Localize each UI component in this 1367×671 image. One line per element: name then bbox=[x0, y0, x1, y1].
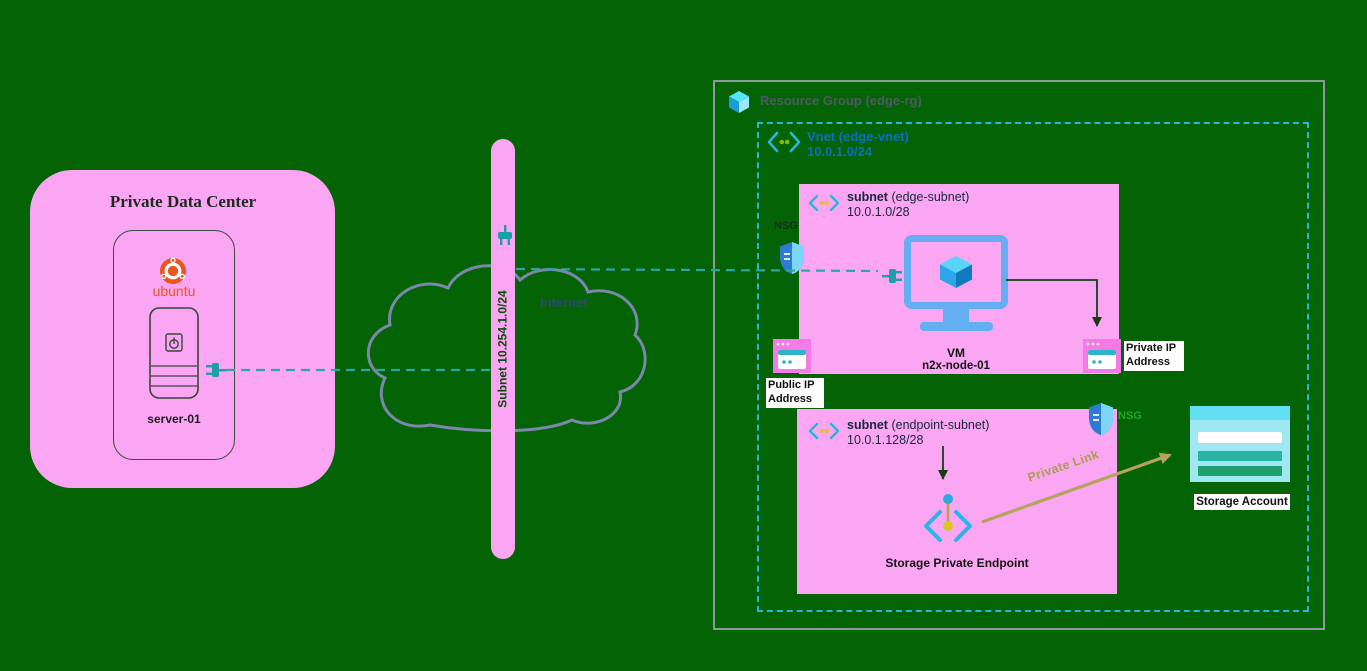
subnet-name: subnet bbox=[847, 418, 888, 432]
server-box bbox=[113, 230, 235, 460]
subnet-icon bbox=[808, 422, 840, 440]
vnet-name: Vnet (edge-vnet) bbox=[807, 129, 909, 144]
private-endpoint-label: Storage Private Endpoint bbox=[885, 556, 1029, 570]
private-datacenter-box: Private Data Center ubuntu server-01 bbox=[30, 170, 335, 488]
vnet-cidr: 10.0.1.0/24 bbox=[807, 144, 873, 159]
subnet-cidr: 10.0.1.128/28 bbox=[847, 433, 924, 447]
nsg-shield-icon bbox=[1089, 403, 1113, 435]
datacenter-title: Private Data Center bbox=[109, 192, 257, 211]
vm-cube-icon bbox=[940, 256, 972, 288]
vm-name: n2x-node-01 bbox=[922, 360, 990, 372]
bar-connector-icon bbox=[498, 225, 512, 245]
vm-monitor-icon bbox=[904, 235, 1008, 309]
nsg-shield-icon bbox=[780, 242, 804, 274]
ubuntu-label: ubuntu bbox=[152, 283, 196, 299]
endpoint-subnet-label: subnet (endpoint-subnet) 10.0.1.128/28 bbox=[847, 418, 989, 448]
subnet-icon bbox=[808, 194, 840, 212]
vm-label: VM bbox=[947, 346, 965, 360]
wan-subnet-label: Subnet 10.254.1.0/24 bbox=[496, 290, 510, 408]
vnet-title: Vnet (edge-vnet) 10.0.1.0/24 bbox=[807, 129, 909, 159]
private-ip-label-wrap: Private IP Address bbox=[1124, 341, 1184, 371]
nsg-label: NSG bbox=[774, 220, 798, 232]
internet-label: Internet bbox=[540, 295, 588, 310]
vm-monitor-base bbox=[920, 322, 993, 331]
private-ip-icon bbox=[1083, 339, 1121, 373]
plug-icon bbox=[206, 363, 226, 377]
vnet-icon bbox=[767, 131, 801, 153]
public-ip-label: Public IP Address bbox=[766, 378, 824, 408]
edge-subnet-box: subnet (edge-subnet) 10.0.1.0/28 bbox=[799, 184, 1119, 374]
public-ip-label-wrap: Public IP Address bbox=[766, 378, 824, 408]
vm-monitor-stand bbox=[943, 309, 969, 322]
subnet-name: subnet bbox=[847, 190, 888, 204]
storage-account-label-wrap: Storage Account bbox=[1190, 492, 1294, 511]
private-ip-label: Private IP Address bbox=[1124, 341, 1184, 371]
wan-subnet-bar: Subnet 10.254.1.0/24 bbox=[491, 139, 515, 559]
subnet-suffix: (edge-subnet) bbox=[887, 190, 970, 204]
server-name: server-01 bbox=[147, 412, 201, 426]
server-icon bbox=[149, 307, 199, 399]
resource-group-title: Resource Group (edge-rg) bbox=[760, 93, 922, 108]
storage-account-label: Storage Account bbox=[1194, 494, 1290, 511]
subnet-cidr: 10.0.1.0/28 bbox=[847, 205, 910, 219]
subnet-suffix: (endpoint-subnet) bbox=[887, 418, 990, 432]
private-endpoint-icon bbox=[924, 494, 972, 542]
edge-subnet-label: subnet (edge-subnet) 10.0.1.0/28 bbox=[847, 190, 969, 220]
plug-icon bbox=[882, 269, 902, 283]
public-ip-icon bbox=[773, 339, 811, 373]
storage-account-icon bbox=[1190, 406, 1290, 482]
resource-group-icon bbox=[729, 91, 749, 113]
nsg-label: NSG bbox=[1118, 410, 1142, 422]
ubuntu-logo-icon bbox=[160, 257, 186, 284]
